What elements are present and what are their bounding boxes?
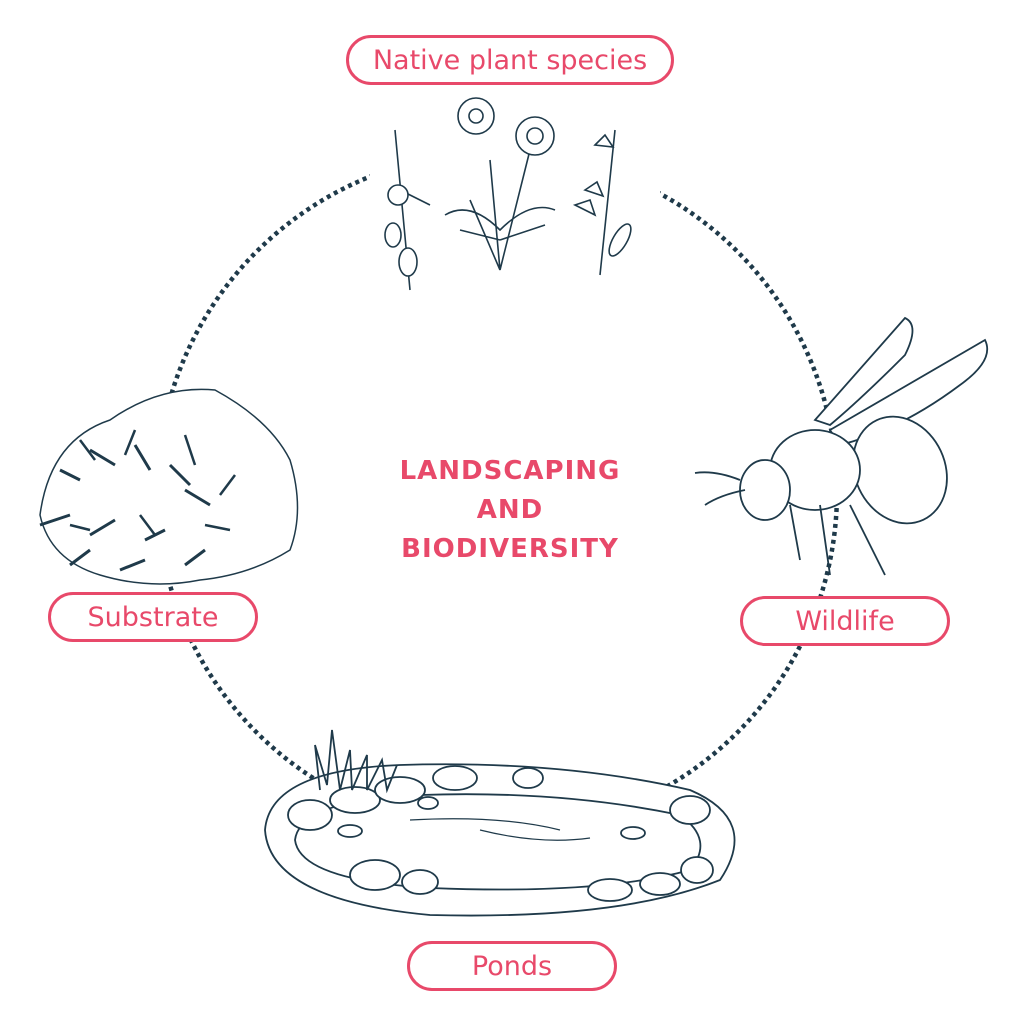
- node-ponds: Ponds: [407, 941, 617, 991]
- node-substrate: Substrate: [48, 592, 258, 642]
- pond-illustration: [264, 729, 736, 917]
- center-title-line-3: BIODIVERSITY: [401, 534, 619, 564]
- bee-illustration: [694, 316, 989, 576]
- node-native-plant-species: Native plant species: [346, 35, 674, 85]
- center-title-line-2: AND: [476, 495, 544, 525]
- node-wildlife: Wildlife: [740, 596, 950, 646]
- substrate-illustration: [39, 388, 299, 585]
- center-title-line-1: LANDSCAPING: [399, 456, 621, 486]
- center-title: LANDSCAPING AND BIODIVERSITY: [360, 452, 660, 569]
- native-plants-illustration: [370, 97, 660, 291]
